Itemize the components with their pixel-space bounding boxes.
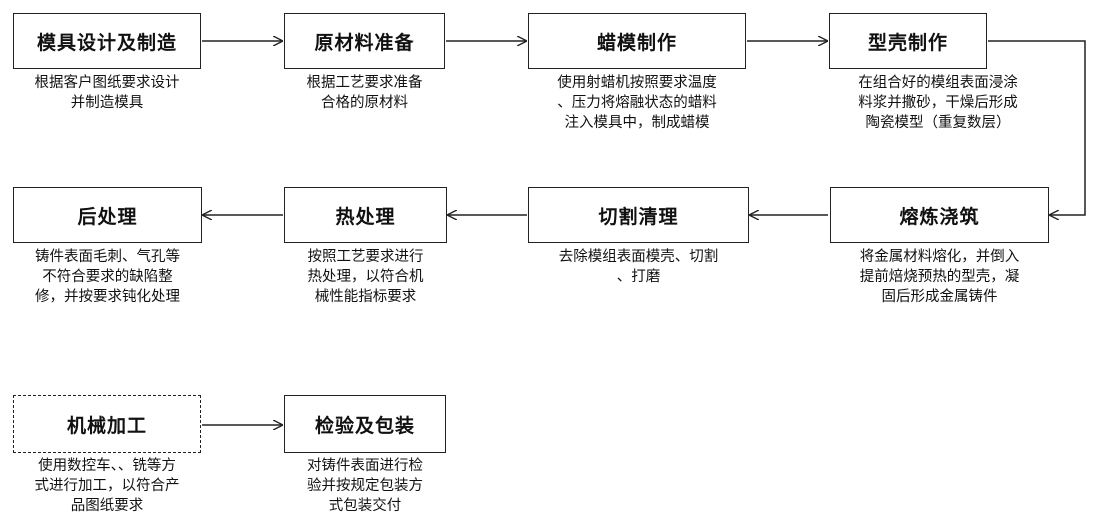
step-shell-making: 型壳制作 (829, 13, 987, 69)
step-post-processing-desc: 铸件表面毛刺、气孔等不符合要求的缺陷整修，并按要求钝化处理 (35, 249, 180, 305)
step-heat-treatment: 热处理 (284, 187, 447, 243)
step-inspection-packaging-desc: 对铸件表面进行检验并按规定包装方式包装交付 (307, 458, 423, 514)
step-machining-desc: 使用数控车、、铣等方式进行加工，以符合产品图纸要求 (34, 458, 180, 514)
step-shell-making-desc: 在组合好的模组表面浸涂料浆并撒砂，干燥后形成陶瓷模型（重复数层） (858, 75, 1018, 131)
step-cutting-cleaning: 切割清理 (528, 187, 749, 243)
step-heat-treatment-desc: 按照工艺要求进行热处理，以符合机械性能指标要求 (307, 249, 424, 305)
step-machining: 机械加工 (13, 395, 201, 453)
step-cutting-cleaning-desc: 去除模组表面模壳、切割、打磨 (558, 249, 719, 285)
step-inspection-packaging: 检验及包装 (284, 395, 446, 453)
step-melting-pouring-desc: 将金属材料熔化，并倒入提前焙烧预热的型壳，凝固后形成金属铸件 (859, 249, 1020, 305)
step-raw-material: 原材料准备 (284, 13, 445, 69)
step-wax-pattern: 蜡模制作 (528, 13, 746, 69)
step-mold-design: 模具设计及制造 (13, 13, 201, 69)
step-wax-pattern-desc: 使用射蜡机按照要求温度、压力将熔融状态的蜡料注入模具中，制成蜡模 (557, 75, 717, 131)
arrow-step4-to-step5 (988, 40, 1086, 215)
step-melting-pouring: 熔炼浇筑 (830, 187, 1049, 243)
step-raw-material-desc: 根据工艺要求准备合格的原材料 (306, 75, 423, 111)
step-post-processing: 后处理 (13, 187, 202, 243)
step-mold-design-desc: 根据客户图纸要求设计并制造模具 (34, 75, 180, 111)
